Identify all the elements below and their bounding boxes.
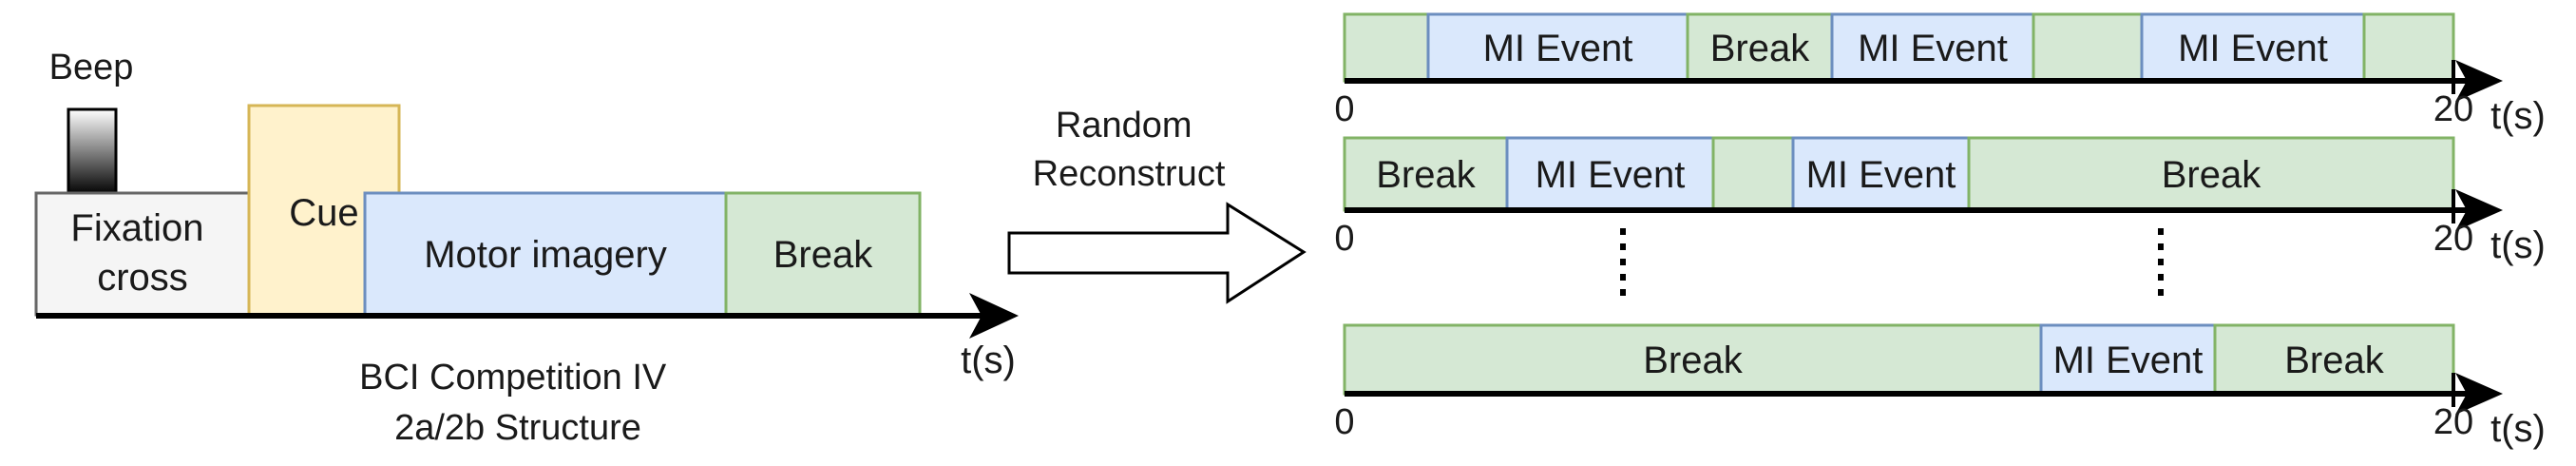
fixation-cross-segment — [34, 191, 251, 317]
mi-event-label: MI Event — [2053, 340, 2204, 381]
mi-event-label: MI Event — [1536, 154, 1686, 196]
left-axis-label: t(s) — [961, 340, 1016, 381]
start-time-label: 0 — [1334, 219, 1354, 259]
ellipsis-dots — [1620, 228, 2164, 302]
reconstruct-label: Random Reconstruct — [1033, 106, 1226, 194]
timeline-row-1: MI Event Break MI Event MI Event 0 20 t(s) — [1334, 12, 2546, 137]
time-axis-arrowhead — [2455, 373, 2503, 415]
break-segment — [1686, 12, 1834, 83]
end-time-label: 20 — [2433, 402, 2473, 442]
beep-marker — [67, 107, 118, 197]
time-axis-arrowhead — [2455, 189, 2503, 231]
beep-label: Beep — [49, 48, 134, 87]
break-label: Break — [2162, 154, 2261, 196]
mi-event-label: MI Event — [2178, 28, 2328, 69]
break-label: Break — [773, 234, 873, 276]
motor-imagery-label: Motor imagery — [424, 234, 667, 276]
mi-event-segment — [1791, 136, 1971, 212]
fixation-cross-label: Fixation cross — [70, 207, 214, 299]
start-time-label: 0 — [1334, 402, 1354, 442]
break-segment — [1967, 136, 2455, 212]
break-segment — [1711, 136, 1795, 212]
cue-label: Cue — [289, 192, 358, 234]
break-label: Break — [1376, 154, 1476, 196]
timeline-row-2: Break MI Event MI Event Break 0 20 t(s) — [1334, 136, 2546, 266]
break-segment — [2362, 12, 2455, 83]
end-time-label: 20 — [2433, 219, 2473, 259]
reconstruct-arrow — [1007, 202, 1307, 304]
end-time-label: 20 — [2433, 89, 2473, 129]
mi-event-segment — [1830, 12, 2035, 83]
axis-label: t(s) — [2490, 408, 2546, 450]
break-label: Break — [1710, 28, 1810, 69]
reconstruct-arrow-group: Random Reconstruct — [1007, 106, 1307, 304]
break-label: Break — [1643, 340, 1743, 381]
mi-event-label: MI Event — [1806, 154, 1956, 196]
break-segment — [724, 191, 922, 317]
break-label: Break — [2284, 340, 2384, 381]
time-axis-arrowhead — [2455, 60, 2503, 102]
left-trial-structure: Beep Fixation cross Cue Motor imagery Br… — [34, 48, 1019, 448]
timeline-row-3: Break MI Event Break 0 20 t(s) — [1334, 323, 2546, 450]
mi-event-label: MI Event — [1858, 28, 2008, 69]
break-segment — [1343, 136, 1509, 212]
start-time-label: 0 — [1334, 89, 1354, 129]
break-segment — [1343, 12, 1430, 83]
break-segment — [2032, 12, 2144, 83]
axis-label: t(s) — [2490, 224, 2546, 266]
axis-label: t(s) — [2490, 95, 2546, 137]
left-caption: BCI Competition IV 2a/2b Structure — [359, 358, 677, 448]
left-time-axis-arrowhead — [969, 293, 1019, 339]
break-segment — [2213, 323, 2455, 396]
mi-event-label: MI Event — [1483, 28, 1633, 69]
mi-event-segment — [2140, 12, 2366, 83]
